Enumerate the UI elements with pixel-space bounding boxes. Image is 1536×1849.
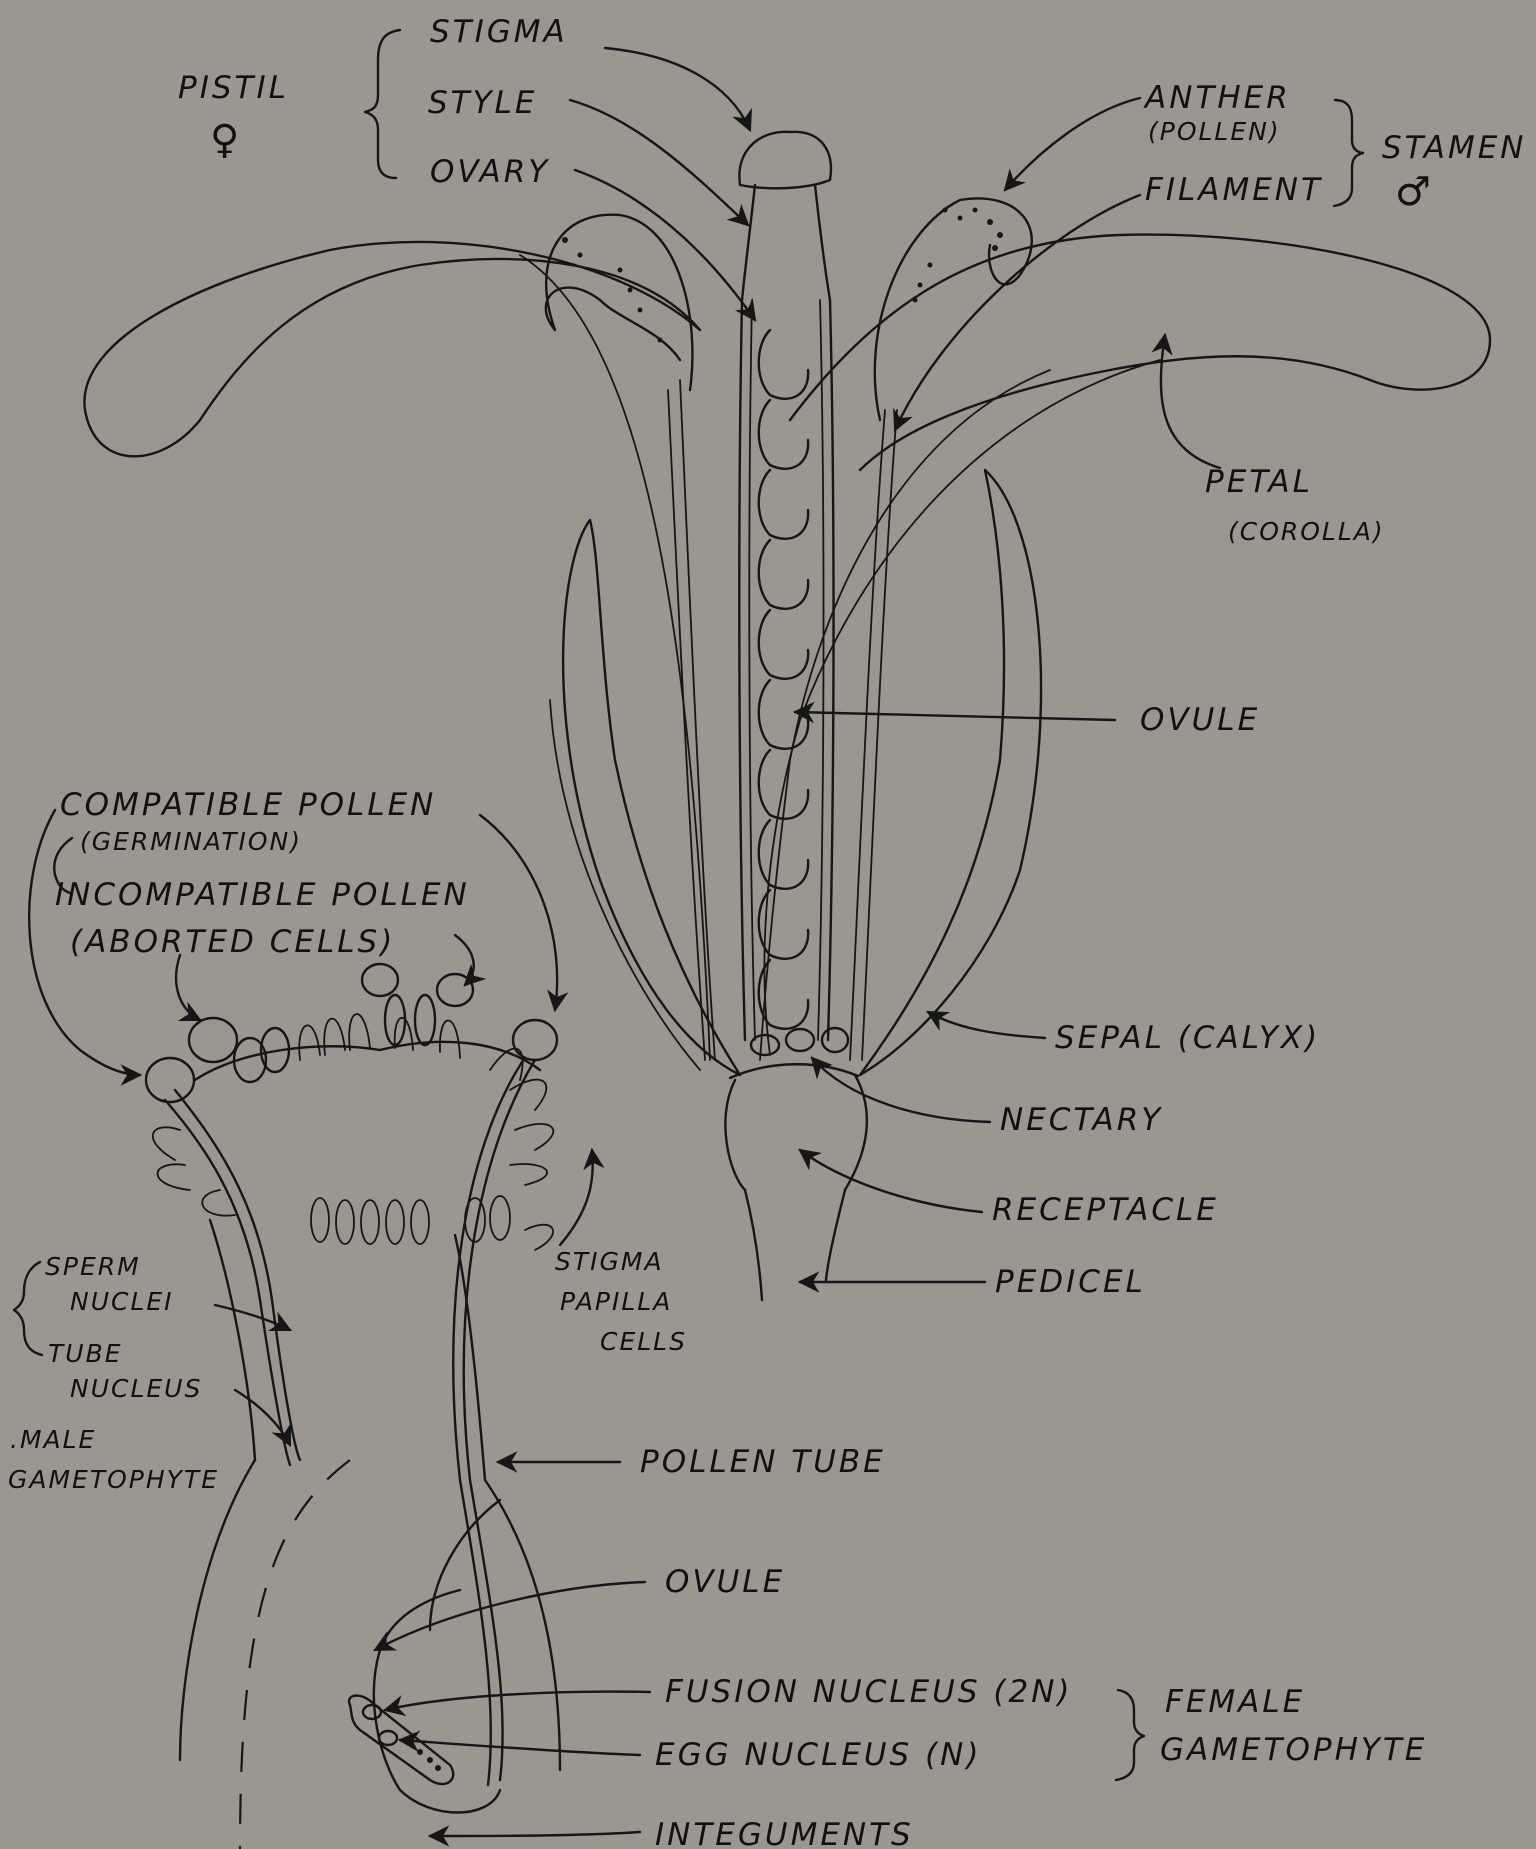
label-germination: (GERMINATION) xyxy=(80,827,302,856)
ovary xyxy=(739,300,833,1040)
arrow-stigma xyxy=(605,48,750,130)
label-stigma-papilla-1: STIGMA xyxy=(555,1247,664,1276)
label-stigma-papilla-3: CELLS xyxy=(600,1327,687,1356)
arrow-sperm xyxy=(215,1305,290,1330)
label-ovary: OVARY xyxy=(430,154,550,190)
label-incompatible-pollen: INCOMPATIBLE POLLEN xyxy=(55,877,470,913)
label-stigma: STIGMA xyxy=(430,14,568,50)
labels: PISTIL ♀ STIGMA STYLE OVARY ANTHER (POLL… xyxy=(8,14,1527,1849)
label-nuclei: NUCLEI xyxy=(70,1287,174,1316)
style xyxy=(742,185,830,300)
arrow-ovule-top xyxy=(795,712,1115,720)
arrow-style xyxy=(570,100,748,225)
label-ovule-top: OVULE xyxy=(1140,702,1260,738)
label-female-gametophyte: GAMETOPHYTE xyxy=(1160,1732,1427,1768)
arrow-receptacle xyxy=(800,1150,982,1212)
label-female-symbol: ♀ xyxy=(210,117,239,163)
label-male-symbol: ♂ xyxy=(1395,169,1431,215)
label-stigma-papilla-2: PAPILLA xyxy=(560,1287,672,1316)
sperm-tube-brace xyxy=(14,1262,42,1355)
receptacle xyxy=(725,1075,866,1190)
label-female: FEMALE xyxy=(1165,1684,1305,1720)
label-tube: TUBE xyxy=(48,1339,123,1368)
stigma-papillae xyxy=(153,1014,553,1250)
label-fusion-nucleus: FUSION NUCLEUS (2N) xyxy=(665,1674,1073,1710)
female-brace xyxy=(1116,1690,1144,1780)
arrow-filament xyxy=(895,195,1140,430)
label-corolla: (COROLLA) xyxy=(1228,517,1385,546)
petal-left xyxy=(84,242,700,456)
label-nectary: NECTARY xyxy=(1000,1102,1163,1138)
arrow-papilla xyxy=(560,1150,593,1245)
arrow-anther xyxy=(1005,98,1140,190)
arrow-nectary xyxy=(812,1058,990,1122)
stamen-brace xyxy=(1334,100,1363,206)
arrow-integuments xyxy=(430,1832,640,1836)
pollination-detail-drawing xyxy=(146,964,560,1849)
arrow-aborted-left xyxy=(176,955,200,1020)
arrow-ovule-bottom xyxy=(375,1582,645,1650)
label-egg-nucleus: EGG NUCLEUS (N) xyxy=(655,1737,981,1773)
label-integuments: INTEGUMENTS xyxy=(655,1817,914,1849)
label-pistil: PISTIL xyxy=(178,70,289,106)
label-stamen: STAMEN xyxy=(1382,130,1527,166)
label-style: STYLE xyxy=(428,85,537,121)
label-sperm: SPERM xyxy=(45,1252,141,1281)
arrow-fusion xyxy=(385,1692,650,1710)
label-filament: FILAMENT xyxy=(1145,172,1323,208)
flower-drawing xyxy=(84,132,1490,1300)
label-pollen-tube: POLLEN TUBE xyxy=(640,1444,886,1480)
arrow-tube-nucleus xyxy=(235,1390,290,1445)
arrow-sepal xyxy=(928,1012,1045,1038)
label-male-gametophyte: GAMETOPHYTE xyxy=(8,1465,219,1494)
nectary-glands xyxy=(751,1028,848,1055)
label-male: .MALE xyxy=(10,1425,96,1454)
label-ovule-bottom: OVULE xyxy=(665,1564,785,1600)
label-anther-pollen: (POLLEN) xyxy=(1148,117,1281,146)
label-pedicel: PEDICEL xyxy=(995,1264,1146,1300)
stigma xyxy=(739,132,831,188)
arrow-compatible-right xyxy=(480,815,557,1010)
label-receptacle: RECEPTACLE xyxy=(992,1192,1219,1228)
arrow-petal xyxy=(1161,335,1220,468)
pedicel xyxy=(745,1190,845,1300)
pollen-grains xyxy=(146,964,557,1102)
label-sepal: SEPAL (CALYX) xyxy=(1055,1020,1320,1056)
label-petal: PETAL xyxy=(1205,464,1313,500)
pollen-dots xyxy=(562,208,1003,343)
sepal-left xyxy=(563,520,740,1075)
label-anther: ANTHER xyxy=(1143,80,1291,116)
label-aborted-cells: (ABORTED CELLS) xyxy=(70,924,395,960)
pistil-brace xyxy=(365,30,400,178)
label-tube-nucleus: NUCLEUS xyxy=(70,1374,202,1403)
label-compatible-pollen: COMPATIBLE POLLEN xyxy=(60,787,436,823)
